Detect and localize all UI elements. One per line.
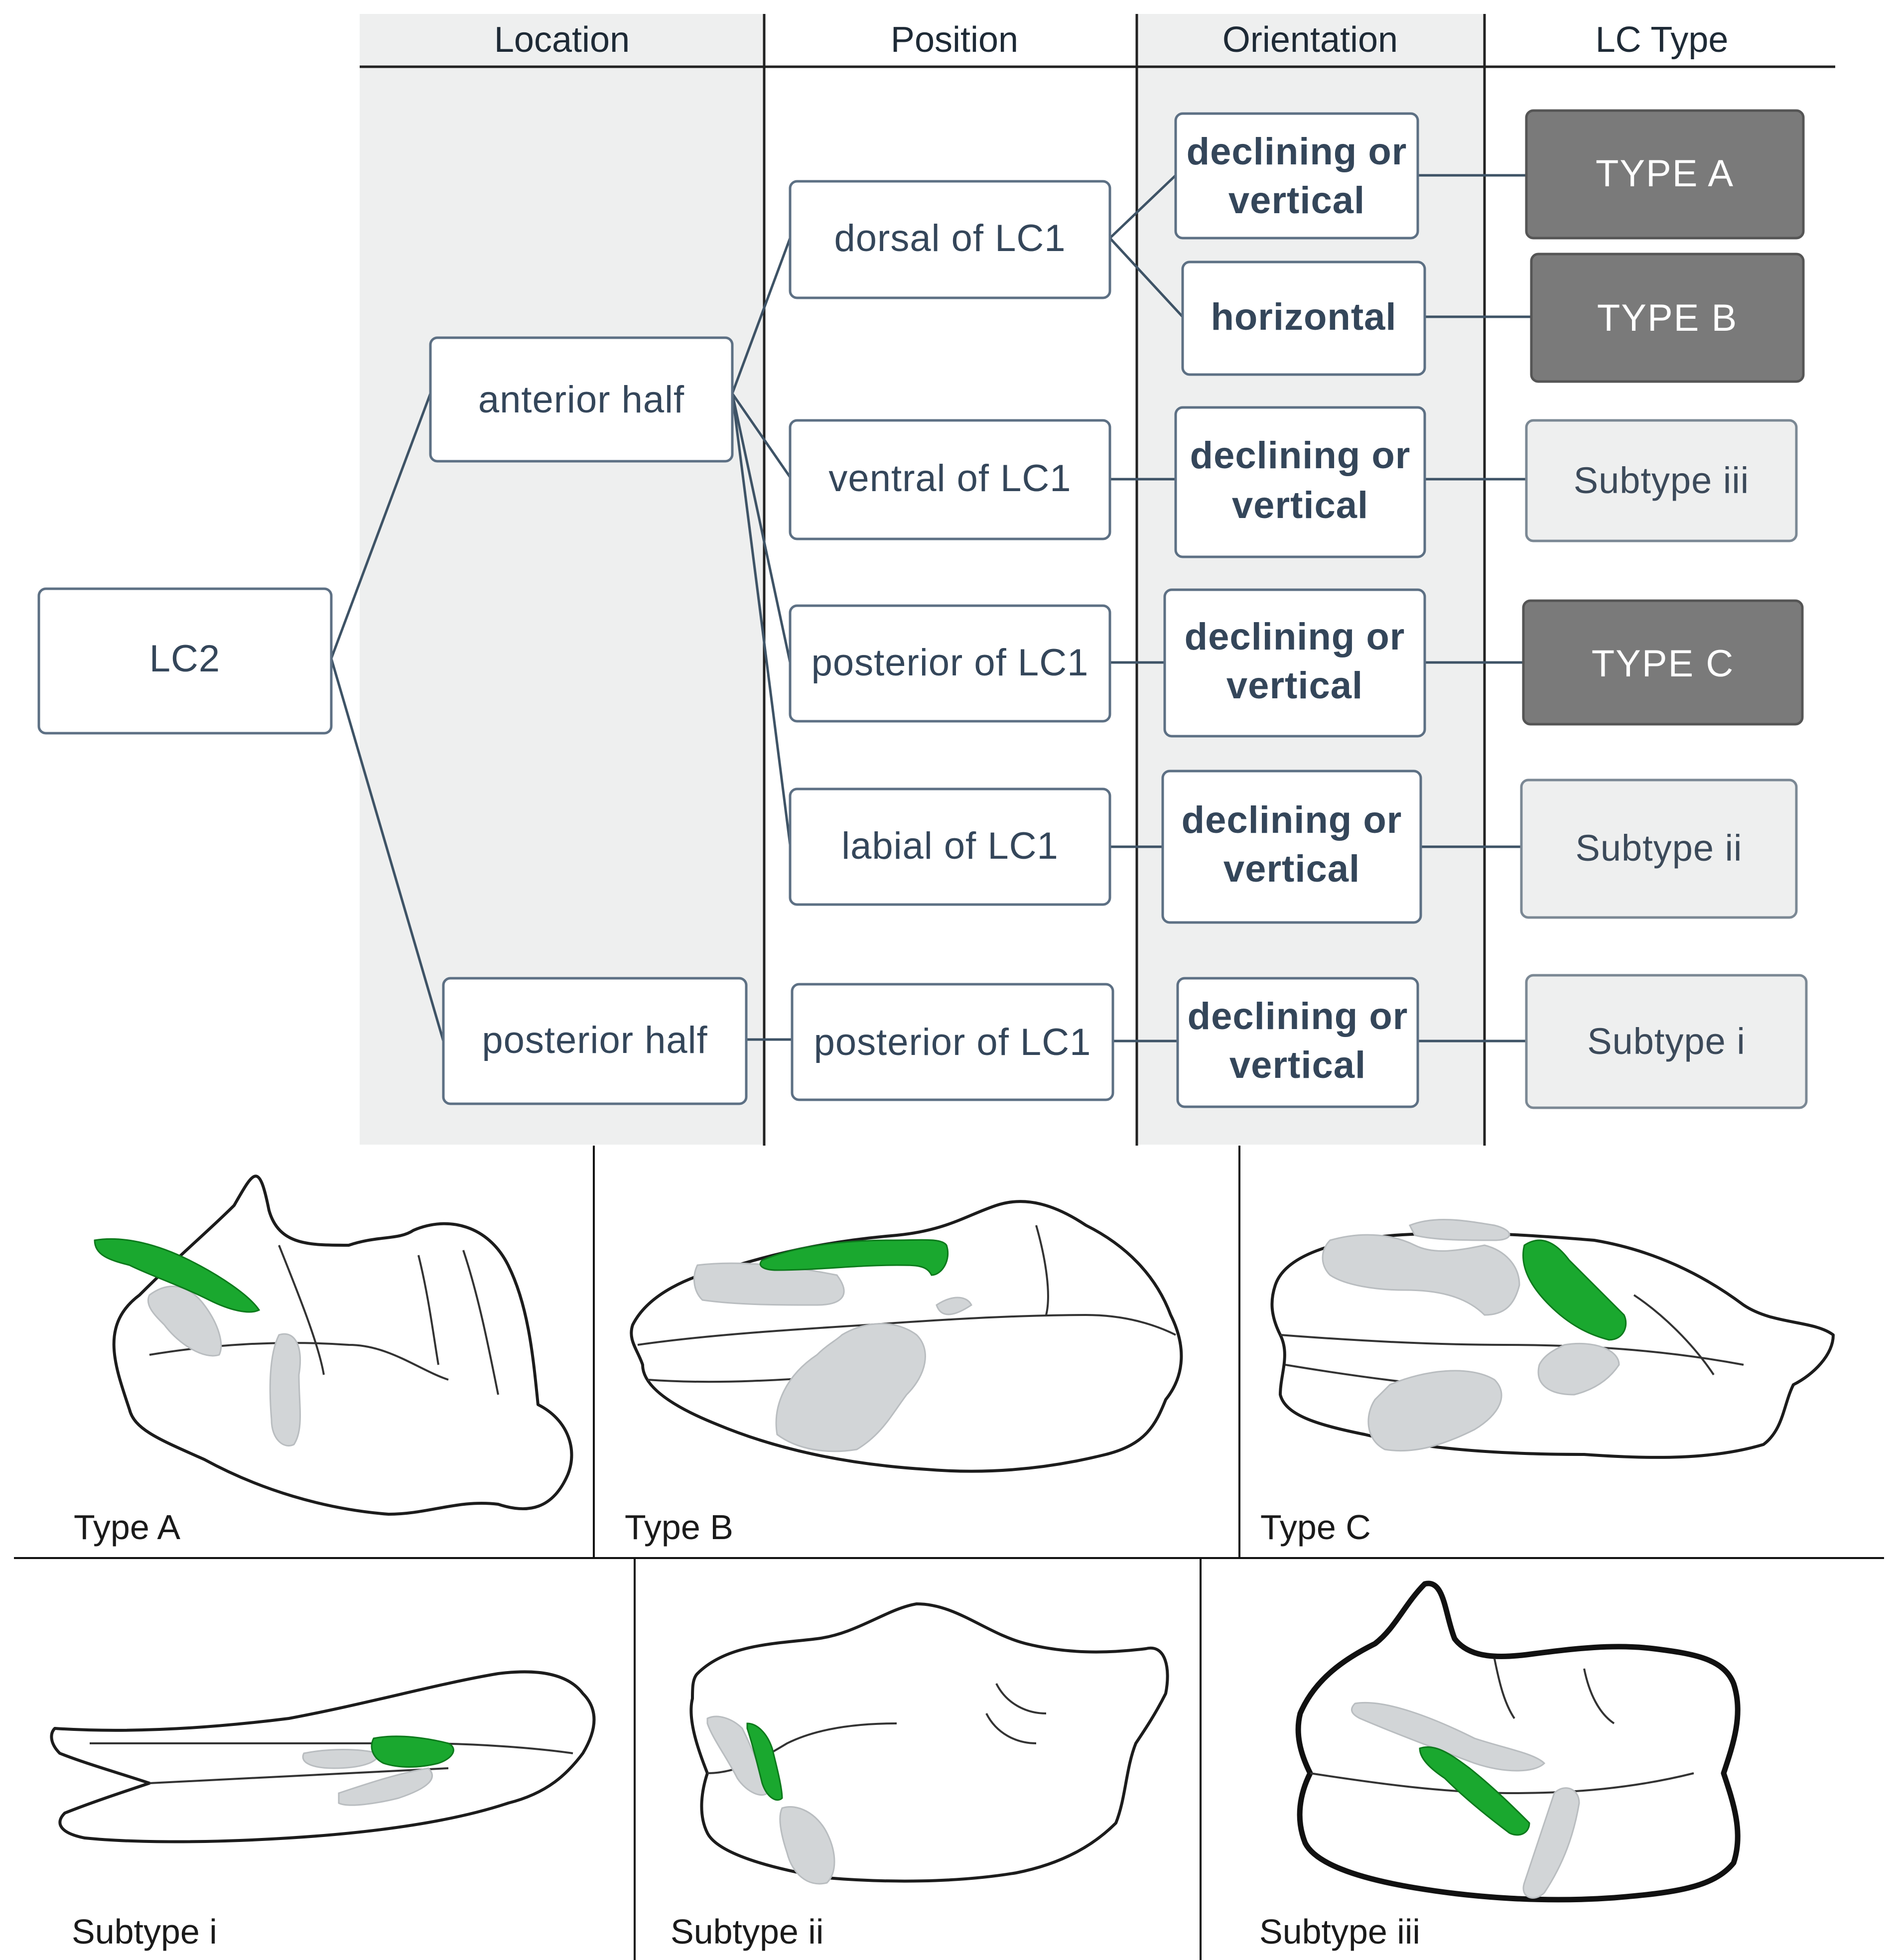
type-b-label: TYPE B [1597, 297, 1738, 339]
orientation-line2: vertical [1228, 179, 1365, 222]
orientation-line2: vertical [1232, 484, 1368, 526]
node-posterior-half-label: posterior half [482, 1019, 707, 1061]
node-orientation-declining-2 [1174, 406, 1426, 558]
header-location: Location [494, 20, 630, 60]
subtype-iii-box [1525, 419, 1798, 542]
subtype-i-box [1525, 974, 1808, 1109]
orientation-horizontal-label: horizontal [1211, 296, 1396, 338]
type-c-illustration [1270, 1218, 1835, 1459]
node-posterior-of-lc1-b-label: posterior of LC1 [814, 1021, 1091, 1063]
caption-subtype-iii: Subtype iii [1259, 1912, 1420, 1951]
node-anterior-half-box [429, 336, 734, 463]
node-orientation-declining-1 [1174, 112, 1419, 240]
subtype-ii-box [1520, 779, 1798, 919]
subtype-iii-label: Subtype iii [1574, 460, 1749, 501]
type-c-box [1522, 599, 1804, 726]
node-orientation-declining-3 [1163, 588, 1426, 738]
node-posterior-of-lc1-b-box [791, 983, 1114, 1101]
subtype-i-label: Subtype i [1587, 1021, 1746, 1062]
type-b-box [1530, 253, 1805, 383]
caption-subtype-ii: Subtype ii [671, 1912, 823, 1951]
orientation-line2: vertical [1229, 1044, 1366, 1086]
node-lc2-box [37, 587, 333, 735]
orientation-line1: declining or [1185, 616, 1405, 658]
type-c-label: TYPE C [1592, 643, 1735, 685]
type-a-illustration [94, 1175, 573, 1516]
orientation-line1: declining or [1190, 434, 1411, 477]
subtype-iii-illustration [1295, 1580, 1741, 1903]
header-position: Position [891, 20, 1018, 60]
caption-subtype-i: Subtype i [72, 1912, 217, 1951]
orientation-line2: vertical [1223, 848, 1360, 890]
node-orientation-horizontal [1181, 261, 1426, 376]
node-posterior-half-box [442, 977, 748, 1105]
orientation-line2: vertical [1226, 664, 1363, 707]
caption-type-a: Type A [74, 1508, 180, 1547]
node-anterior-half-label: anterior half [478, 379, 684, 421]
header-orientation: Orientation [1222, 20, 1398, 60]
subtype-ii-label: Subtype ii [1576, 827, 1743, 869]
node-lc2-label: LC2 [149, 638, 220, 680]
node-ventral-label: ventral of LC1 [828, 457, 1071, 500]
node-orientation-declining-4 [1161, 770, 1422, 924]
orientation-line1: declining or [1188, 995, 1408, 1038]
subtype-i-illustration [50, 1670, 596, 1843]
node-posterior-of-lc1-box [789, 604, 1111, 723]
header-lc-type: LC Type [1596, 20, 1729, 60]
node-ventral-box [789, 419, 1111, 540]
type-a-label: TYPE A [1596, 152, 1734, 195]
caption-type-c: Type C [1260, 1508, 1371, 1547]
node-dorsal-label: dorsal of LC1 [834, 217, 1066, 260]
node-dorsal-box [789, 180, 1111, 299]
location-column-shade [360, 14, 763, 1145]
subtype-ii-illustration [689, 1602, 1169, 1885]
node-labial-label: labial of LC1 [841, 825, 1059, 867]
type-a-box [1525, 109, 1805, 240]
caption-type-b: Type B [625, 1508, 733, 1547]
orientation-line1: declining or [1187, 131, 1407, 173]
tree-connectors [330, 174, 1531, 1043]
node-labial-box [789, 787, 1111, 906]
orientation-line1: declining or [1182, 799, 1402, 841]
type-b-illustration [630, 1200, 1183, 1473]
node-posterior-of-lc1-label: posterior of LC1 [812, 642, 1089, 684]
node-orientation-declining-5 [1176, 977, 1419, 1108]
